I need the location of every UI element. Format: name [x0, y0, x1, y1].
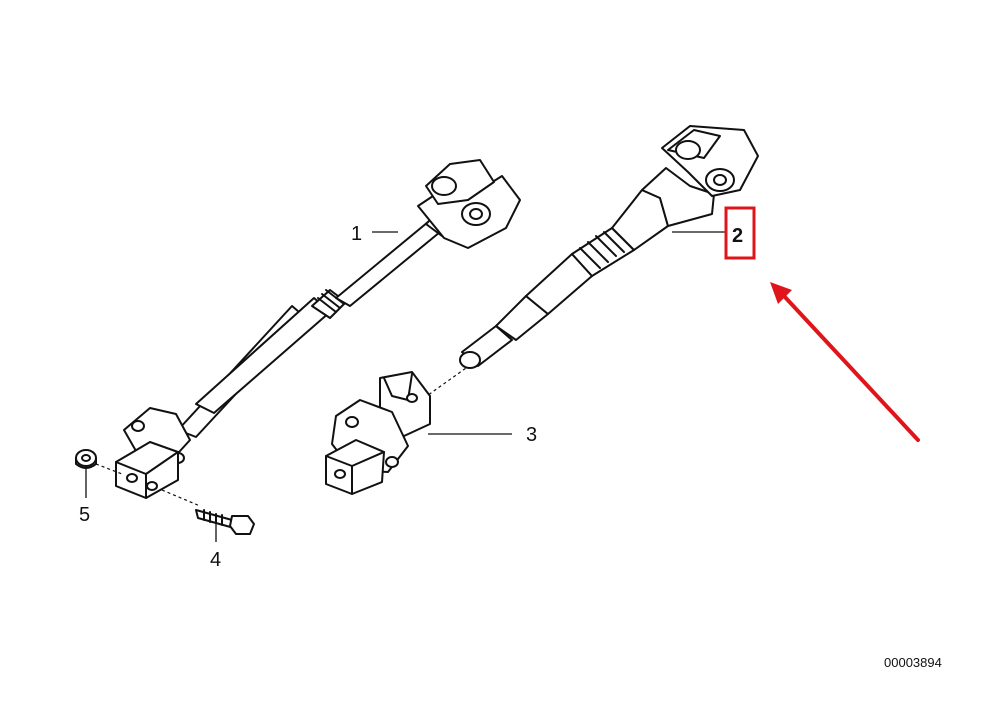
highlight-box: [724, 206, 756, 260]
callout-1: 1: [351, 223, 362, 245]
callout-4: 4: [210, 549, 221, 571]
callout-5: 5: [79, 504, 90, 526]
highlight-arrow-icon: [770, 282, 920, 442]
reference-code: 00003894: [884, 655, 942, 670]
callout-3: 3: [526, 424, 537, 446]
callout-2: 2: [732, 225, 743, 247]
part-4-bolt: [195, 509, 255, 535]
part-2-steering-shaft: [459, 125, 759, 369]
part-3-coupling: [325, 371, 431, 495]
part-1-steering-shaft: [115, 159, 521, 499]
part-5-nut: [75, 449, 97, 469]
